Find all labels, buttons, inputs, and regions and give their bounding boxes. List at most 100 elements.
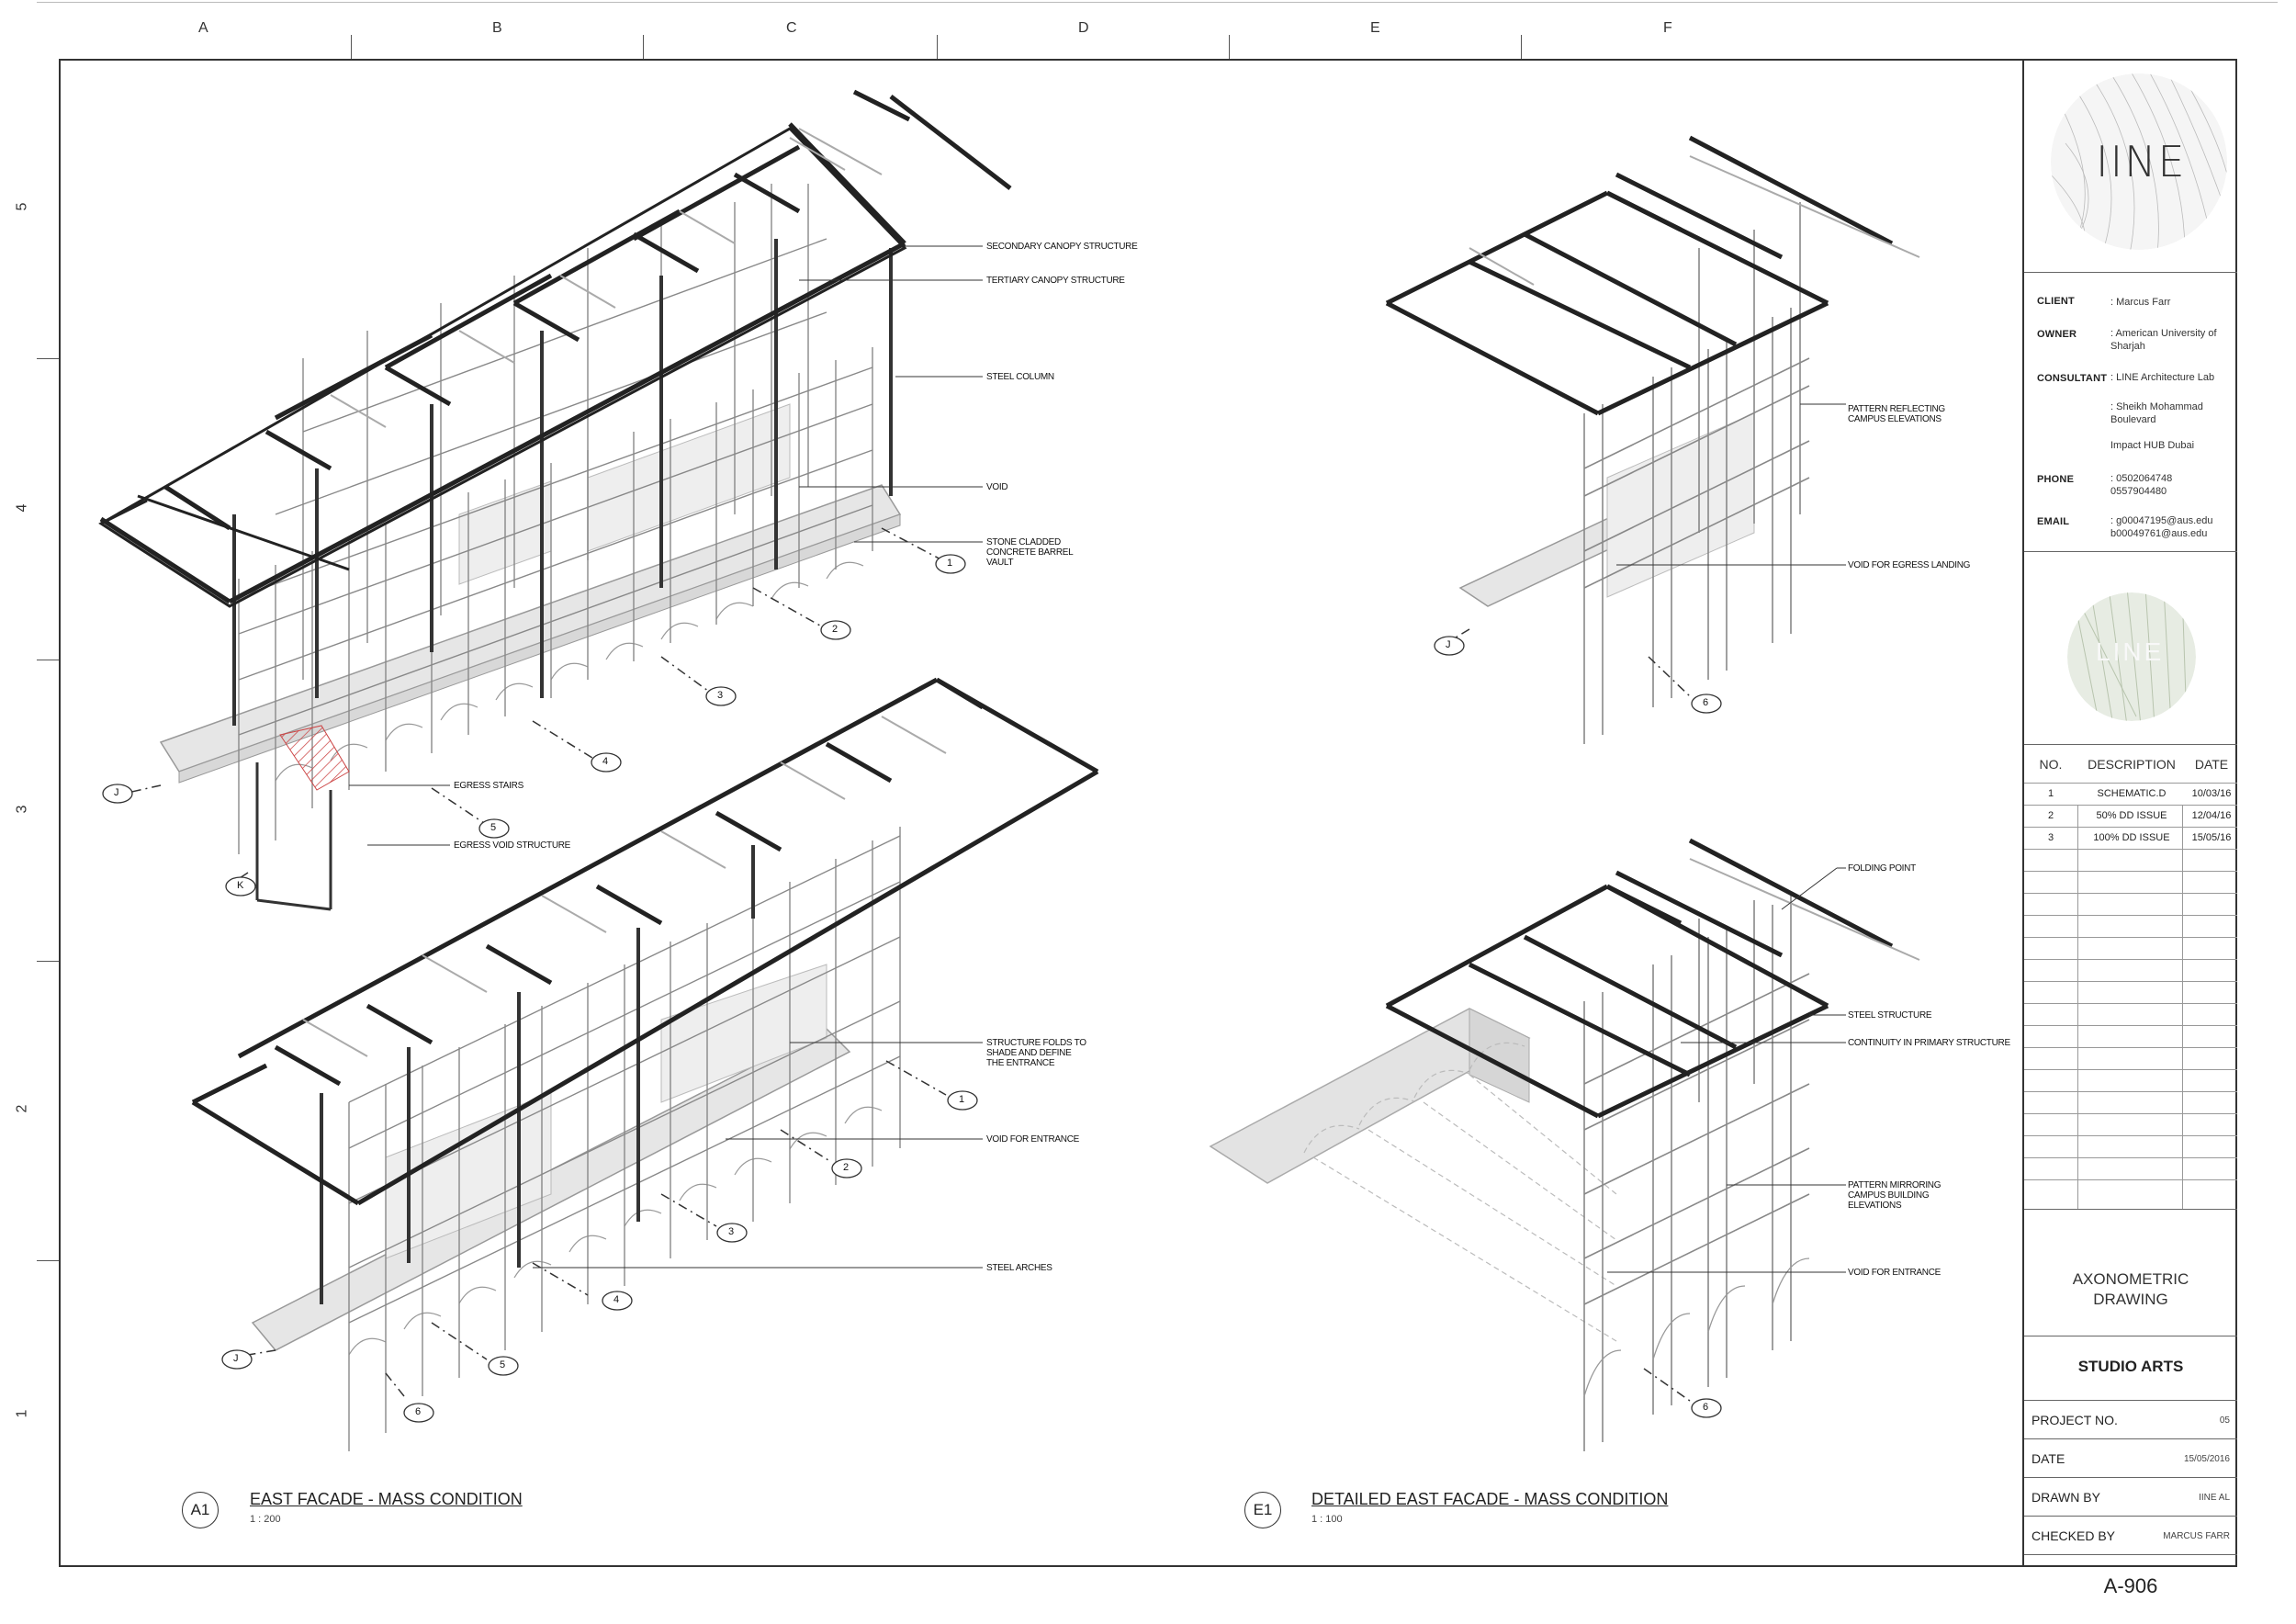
revision-row: 2 50% DD ISSUE 12/04/16 [2024, 805, 2237, 828]
bubble-a1-k: K [237, 880, 244, 891]
logo-circle-2 [2067, 592, 2196, 721]
drawing-title-e1: DETAILED EAST FACADE - MASS CONDITION [1311, 1490, 1669, 1508]
a1-lower-structure [191, 677, 1099, 1451]
callout-folding-point: FOLDING POINT [1848, 863, 1916, 874]
revision-row-empty [2024, 871, 2237, 894]
revision-row-empty [2024, 1113, 2237, 1136]
sheet-title-line1: AXONOMETRIC [2072, 1270, 2189, 1288]
rev-date: 12/04/16 [2191, 810, 2232, 821]
a1-lower-gridlines [247, 1060, 947, 1397]
field-value: IINE AL [2199, 1493, 2230, 1503]
a1-upper-leaders [349, 245, 983, 846]
rev-header-date: DATE [2194, 757, 2229, 772]
rev-desc: 100% DD ISSUE [2093, 832, 2170, 843]
revision-row-empty [2024, 981, 2237, 1004]
callout-structure-folds: STRUCTURE FOLDS TO SHADE AND DEFINE THE … [986, 1038, 1086, 1068]
rev-date: 15/05/16 [2191, 832, 2232, 843]
field-project-no: PROJECT NO. 05 [2024, 1400, 2237, 1439]
logo-text-2: LINE [2096, 637, 2165, 666]
callout-steel-arches: STEEL ARCHES [986, 1263, 1052, 1273]
drawing-scale-a1: 1 : 200 [250, 1514, 281, 1525]
sheet-title-line2: DRAWING [2093, 1291, 2168, 1308]
field-date: DATE 15/05/2016 [2024, 1438, 2237, 1478]
bubble-a1-j: J [114, 787, 119, 798]
field-value: MARCUS FARR [2163, 1531, 2230, 1541]
title-block: IINE CLIENT : Marcus Farr OWNER : Americ… [2022, 59, 2237, 1597]
revision-row-empty [2024, 1069, 2237, 1092]
info-val-email: : g00047195@aus.edu b00049761@aus.edu [2110, 515, 2213, 539]
a1-lower-leaders [533, 1042, 983, 1269]
bubble-e1l-6: 6 [1703, 1402, 1708, 1413]
rev-no: 2 [2047, 810, 2054, 821]
callout-steel-structure: STEEL STRUCTURE [1848, 1010, 1932, 1021]
grid-col-c: C [786, 20, 797, 36]
rev-header-desc: DESCRIPTION [2088, 757, 2176, 772]
grid-col-e: E [1370, 20, 1380, 36]
rev-no: 3 [2047, 832, 2054, 843]
callout-void: VOID [986, 482, 1008, 492]
field-drawn-by: DRAWN BY IINE AL [2024, 1477, 2237, 1517]
drawing-scale-e1: 1 : 100 [1311, 1514, 1343, 1525]
bubble-a1l-j: J [233, 1353, 239, 1364]
revision-row-empty [2024, 1003, 2237, 1026]
bubble-a1l-2: 2 [843, 1162, 849, 1173]
drawing-tag-a1: A1 [182, 1492, 219, 1528]
bubble-a1-4: 4 [602, 756, 608, 767]
e1-upper-structure [1385, 135, 1920, 744]
drawing-frame [59, 59, 2237, 1567]
revision-row: 1 SCHEMATIC.D 10/03/16 [2024, 783, 2237, 806]
revision-row-empty [2024, 1025, 2237, 1048]
info-key-email: EMAIL [2037, 516, 2070, 527]
sheet-title: AXONOMETRIC DRAWING [2024, 1209, 2237, 1310]
bubble-a1l-5: 5 [500, 1359, 505, 1370]
callout-barrel-vault: STONE CLADDED CONCRETE BARREL VAULT [986, 537, 1074, 568]
revision-header: NO. DESCRIPTION DATE [2024, 757, 2237, 784]
drawing-tag-e1: E1 [1244, 1492, 1281, 1528]
revision-row-empty [2024, 1047, 2237, 1070]
revision-row-empty [2024, 937, 2237, 960]
callout-continuity-primary: CONTINUITY IN PRIMARY STRUCTURE [1848, 1038, 2010, 1048]
sheet-number: A-906 [2103, 1574, 2158, 1597]
rev-header-no: NO. [2039, 757, 2063, 772]
rev-desc: 50% DD ISSUE [2096, 810, 2167, 821]
info-val-address: : Sheikh Mohammad Boulevard [2110, 401, 2203, 425]
field-value: 05 [2219, 1415, 2230, 1426]
bubble-a1l-1: 1 [959, 1094, 964, 1105]
revision-row-empty [2024, 1091, 2237, 1114]
info-val-phone: : 0502064748 0557904480 [2110, 473, 2173, 497]
callout-egress-void-structure: EGRESS VOID STRUCTURE [454, 840, 571, 851]
callout-void-egress-landing: VOID FOR EGRESS LANDING [1848, 560, 1971, 570]
grid-col-b: B [492, 20, 502, 36]
bubble-a1-3: 3 [717, 690, 723, 701]
field-key: PROJECT NO. [2032, 1413, 2118, 1427]
revision-row: 3 100% DD ISSUE 15/05/16 [2024, 827, 2237, 850]
callout-void-for-entrance: VOID FOR ENTRANCE [986, 1134, 1080, 1145]
revision-row-empty [2024, 1157, 2237, 1180]
bubble-a1l-3: 3 [728, 1226, 734, 1237]
callout-tertiary-canopy: TERTIARY CANOPY STRUCTURE [986, 276, 1125, 286]
e1-upper-leaders [1616, 403, 1846, 566]
info-val-consultant: : LINE Architecture Lab [2110, 372, 2215, 383]
revision-row-empty [2024, 1179, 2237, 1202]
info-key-phone: PHONE [2037, 474, 2075, 485]
revision-row-empty [2024, 915, 2237, 938]
rev-desc: SCHEMATIC.D [2097, 788, 2167, 799]
callout-pattern-reflecting: PATTERN REFLECTING CAMPUS ELEVATIONS [1848, 404, 1945, 424]
revision-row-empty [2024, 893, 2237, 916]
logo-circle [2051, 73, 2227, 250]
grid-col-d: D [1078, 20, 1089, 36]
bubble-a1l-4: 4 [613, 1294, 619, 1305]
drawing-title-a1: EAST FACADE - MASS CONDITION [250, 1490, 523, 1508]
grid-col-a: A [198, 20, 208, 36]
bubble-a1-2: 2 [832, 624, 838, 635]
info-val-hub: Impact HUB Dubai [2110, 440, 2195, 451]
a1-upper-structure [98, 89, 1012, 911]
field-key: DATE [2032, 1451, 2065, 1466]
info-key-client: CLIENT [2037, 296, 2075, 307]
callout-egress-stairs: EGRESS STAIRS [454, 781, 523, 791]
callout-secondary-canopy: SECONDARY CANOPY STRUCTURE [986, 242, 1138, 252]
rev-date: 10/03/16 [2191, 788, 2232, 799]
field-checked-by: CHECKED BY MARCUS FARR [2024, 1516, 2237, 1555]
callout-steel-column: STEEL COLUMN [986, 372, 1054, 382]
